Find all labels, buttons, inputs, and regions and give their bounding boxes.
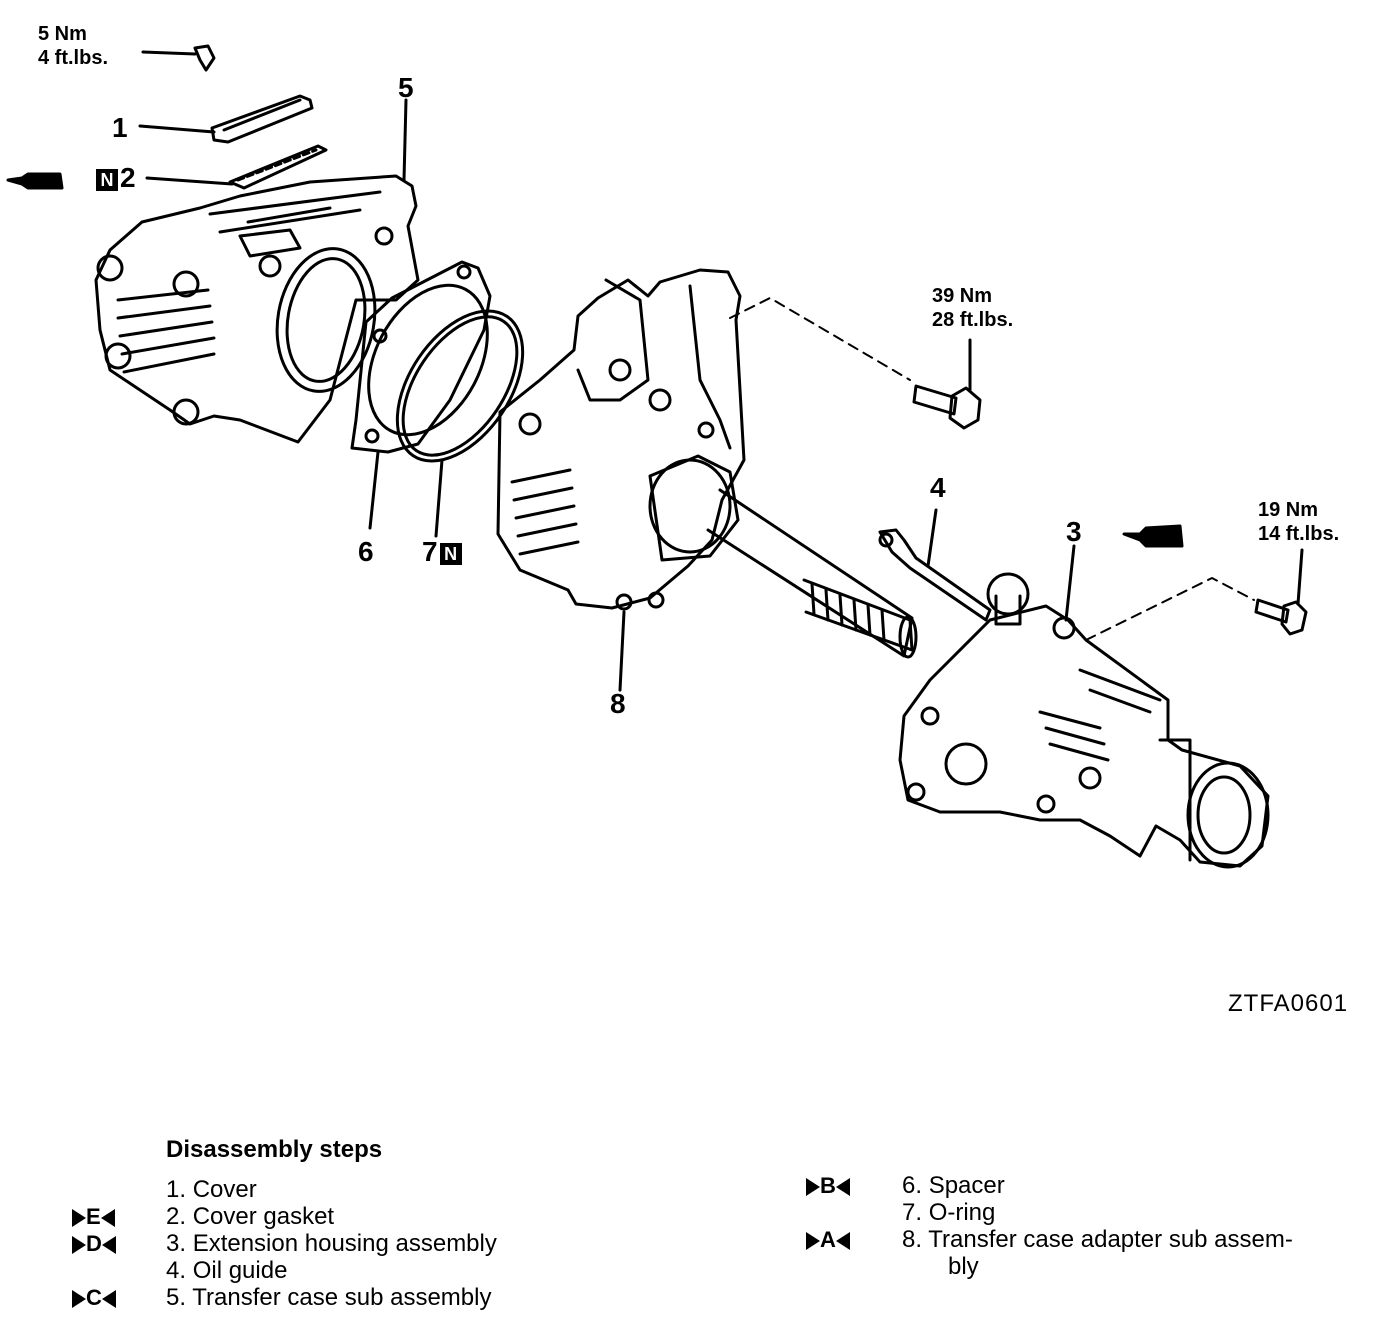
mark-letter: C [86,1285,102,1310]
callout-3: 3 [1066,516,1082,547]
mark-letter: D [86,1231,102,1256]
step-num: 4. [166,1257,187,1284]
step-item: bly [948,1253,979,1280]
part-adapter [496,268,918,692]
torque-nm: 5 Nm [38,23,87,45]
step-item: 5. Transfer case sub assembly [166,1284,491,1311]
step-text: Cover gasket [192,1203,335,1230]
callout-1: 1 [112,112,128,143]
callout-7-num: 7 [422,536,438,567]
step-num: 7. [902,1199,923,1226]
step-text: Transfer case adapter sub assem- [928,1226,1293,1253]
callout-4: 4 [930,472,946,503]
step-text: Oil guide [192,1257,288,1284]
step-item: 8. Transfer case adapter sub assem- [902,1226,1293,1253]
part-spacer [350,260,492,530]
step-text: Transfer case sub assembly [192,1284,492,1311]
step-num: 3. [166,1230,187,1257]
step-mark-A: A [806,1226,850,1253]
callout-8: 8 [610,688,626,719]
mark-letter: E [86,1204,101,1229]
step-item: 4. Oil guide [166,1257,287,1284]
step-num: 6. [902,1172,923,1199]
callout-2-num: 2 [120,162,136,193]
callout-6: 6 [358,536,374,567]
step-mark-C: C [72,1284,116,1311]
torque-ftlb: 14 ft.lbs. [1258,523,1340,545]
torque-label-39nm: 39 Nm 28 ft.lbs. [932,284,1013,332]
torque-ftlb: 4 ft.lbs. [38,47,109,69]
torque-ftlb: 28 ft.lbs. [932,309,1014,331]
step-text: Cover [192,1176,257,1203]
mark-letter: B [820,1173,836,1198]
step-text: Spacer [928,1172,1005,1199]
part-cover-gasket [145,144,328,190]
mark-letter: A [820,1227,836,1252]
step-num: 5. [166,1284,187,1311]
step-mark-E: E [72,1203,115,1230]
step-mark-B: B [806,1172,850,1199]
bolt-5nm [141,44,216,72]
steps-title: Disassembly steps [166,1136,383,1163]
part-cover [138,94,314,144]
torque-nm: 39 Nm [932,285,993,307]
step-text: bly [948,1253,979,1280]
part-transfer-case [94,98,420,444]
step-item: 2. Cover gasket [166,1203,334,1230]
callout-5: 5 [398,72,414,103]
torque-nm: 19 Nm [1258,499,1319,521]
new-part-badge: N [96,168,118,191]
part-oil-guide [878,508,992,622]
new-part-badge: N [439,542,462,565]
sealant-tube-right [1122,524,1184,548]
torque-label-19nm: 19 Nm 14 ft.lbs. [1258,498,1339,546]
step-text: Extension housing assembly [192,1230,497,1257]
step-mark-D: D [72,1230,116,1257]
step-item: 3. Extension housing assembly [166,1230,497,1257]
step-num: 2. [166,1203,187,1230]
step-item: 1. Cover [166,1176,257,1203]
torque-label-5nm: 5 Nm 4 ft.lbs. [38,22,108,70]
step-item: 7. O-ring [902,1199,995,1226]
bolt-19nm [1254,548,1308,636]
part-extension-housing [898,544,1270,869]
step-item: 6. Spacer [902,1172,1005,1199]
step-text: O-ring [928,1199,996,1226]
step-num: 1. [166,1176,187,1203]
step-num: 8. [902,1226,923,1253]
sealant-tube-left [6,172,64,190]
figure-code: ZTFA0601 [1228,990,1349,1017]
bolt-39nm [912,338,982,430]
